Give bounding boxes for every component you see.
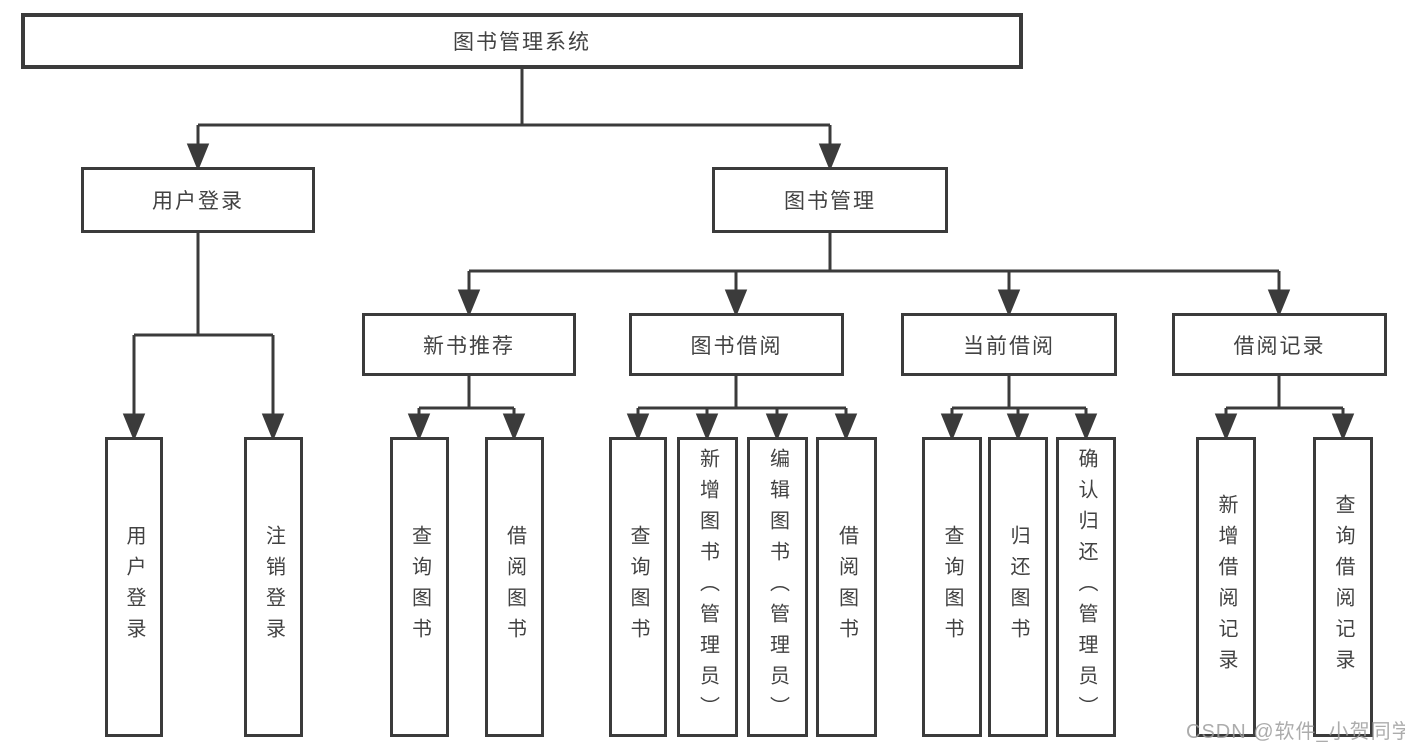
node-root-label: 图书管理系统: [453, 31, 591, 54]
leaf-logout-label: 注销登录: [262, 525, 285, 649]
edges-borrow-records: [1214, 376, 1355, 441]
node-book-management-label: 图书管理: [784, 190, 876, 213]
leaf-br-query-record: 查询借阅记录: [1313, 437, 1373, 737]
leaf-br-query-record-label: 查询借阅记录: [1332, 494, 1354, 680]
node-user-login-label: 用户登录: [152, 190, 244, 213]
leaf-cb-return-books: 归还图书: [988, 437, 1048, 737]
edges-new-book-recommend: [407, 376, 526, 441]
leaf-cb-confirm-return-admin-label: 确认归还（管理员）: [1075, 447, 1097, 727]
leaf-bb-add-books-admin: 新增图书（管理员）: [677, 437, 738, 737]
leaf-bb-query-books: 查询图书: [609, 437, 667, 737]
leaf-nb-borrow-books: 借阅图书: [485, 437, 544, 737]
node-book-management: 图书管理: [712, 167, 948, 233]
leaf-cb-query-books-label: 查询图书: [941, 525, 963, 649]
node-current-borrow: 当前借阅: [901, 313, 1117, 376]
edges-root: [186, 69, 842, 171]
leaf-cb-confirm-return-admin: 确认归还（管理员）: [1056, 437, 1116, 737]
node-book-borrow-label: 图书借阅: [690, 334, 783, 358]
edges-book-management: [457, 233, 1291, 317]
leaf-logout: 注销登录: [244, 437, 303, 737]
leaf-cb-query-books: 查询图书: [922, 437, 982, 737]
leaf-nb-borrow-books-label: 借阅图书: [503, 525, 526, 649]
leaf-bb-borrow-books: 借阅图书: [816, 437, 877, 737]
leaf-nb-query-books: 查询图书: [390, 437, 449, 737]
leaf-user-login: 用户登录: [105, 437, 163, 737]
leaf-bb-edit-books-admin: 编辑图书（管理员）: [747, 437, 808, 737]
node-user-login: 用户登录: [81, 167, 315, 233]
node-book-borrow: 图书借阅: [629, 313, 844, 376]
leaf-cb-return-books-label: 归还图书: [1007, 525, 1029, 649]
leaf-br-add-record: 新增借阅记录: [1196, 437, 1256, 737]
edges-book-borrow: [626, 376, 858, 441]
leaf-bb-edit-books-admin-label: 编辑图书（管理员）: [766, 447, 789, 727]
node-new-book-recommend: 新书推荐: [362, 313, 576, 376]
leaf-nb-query-books-label: 查询图书: [408, 525, 431, 649]
leaf-bb-borrow-books-label: 借阅图书: [835, 525, 858, 649]
edges-current-borrow: [940, 376, 1098, 441]
node-root: 图书管理系统: [21, 13, 1023, 69]
node-new-book-recommend-label: 新书推荐: [423, 334, 515, 358]
leaf-bb-query-books-label: 查询图书: [627, 525, 649, 649]
node-borrow-records: 借阅记录: [1172, 313, 1387, 376]
edges-user-login: [122, 232, 285, 441]
leaf-user-login-label: 用户登录: [123, 525, 145, 649]
leaf-bb-add-books-admin-label: 新增图书（管理员）: [696, 447, 719, 727]
leaf-br-add-record-label: 新增借阅记录: [1215, 494, 1237, 680]
node-borrow-records-label: 借阅记录: [1233, 334, 1326, 358]
csdn-watermark: CSDN @软件_小贺同学: [1186, 721, 1405, 743]
node-current-borrow-label: 当前借阅: [963, 334, 1055, 358]
